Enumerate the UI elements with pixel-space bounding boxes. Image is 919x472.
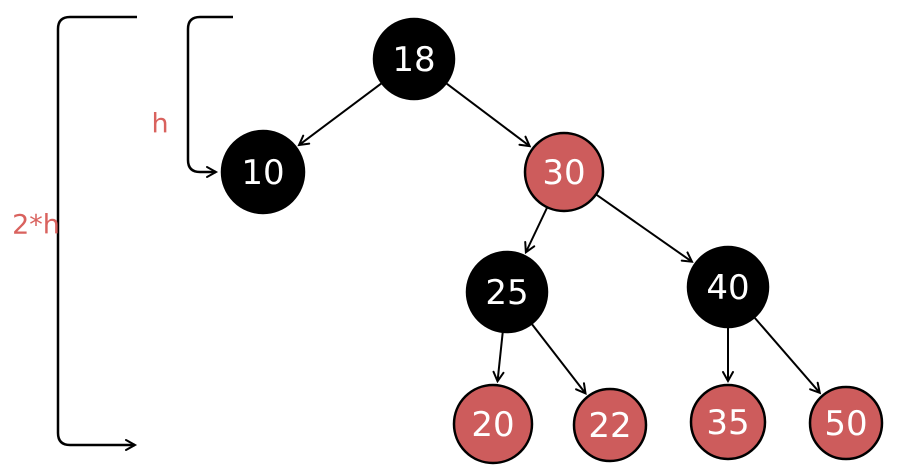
edge-30-40 [596,194,694,263]
tree-node-label-10: 10 [241,153,284,193]
h-bracket-arrow [186,15,233,178]
tree-node-label-30: 30 [542,153,585,193]
annotation-2h: 2*h [12,210,60,241]
tree-node-label-20: 20 [471,405,514,445]
annotations-layer: h 2*h [12,109,168,241]
tree-nodes-layer: 18 10 30 25 40 20 22 35 50 [220,17,884,465]
tree-edges-layer [297,82,822,396]
tree-node-40 [686,245,770,329]
edge-30-25 [524,207,548,255]
tree-node-18 [372,17,456,101]
tree-node-22 [572,387,648,463]
tree-node-label-50: 50 [824,404,867,444]
edge-25-22 [531,323,587,396]
tree-node-35 [689,383,767,461]
edge-25-20 [492,332,505,384]
edge-18-30 [446,82,532,148]
tree-node-30 [523,131,605,213]
tree-node-label-18: 18 [392,40,435,80]
tree-node-50 [808,385,884,461]
tree-node-label-25: 25 [485,273,528,313]
tree-node-25 [465,250,549,334]
annotation-h: h [151,109,168,140]
tree-node-label-40: 40 [706,268,749,308]
bracket-arrows-layer [56,15,233,451]
2h-bracket-arrow [56,15,138,451]
tree-node-label-22: 22 [588,406,631,446]
tree-node-label-35: 35 [706,403,749,443]
tree-node-10 [220,129,306,215]
edge-18-10 [297,82,382,147]
edge-40-50 [754,317,822,395]
tree-node-20 [452,383,534,465]
